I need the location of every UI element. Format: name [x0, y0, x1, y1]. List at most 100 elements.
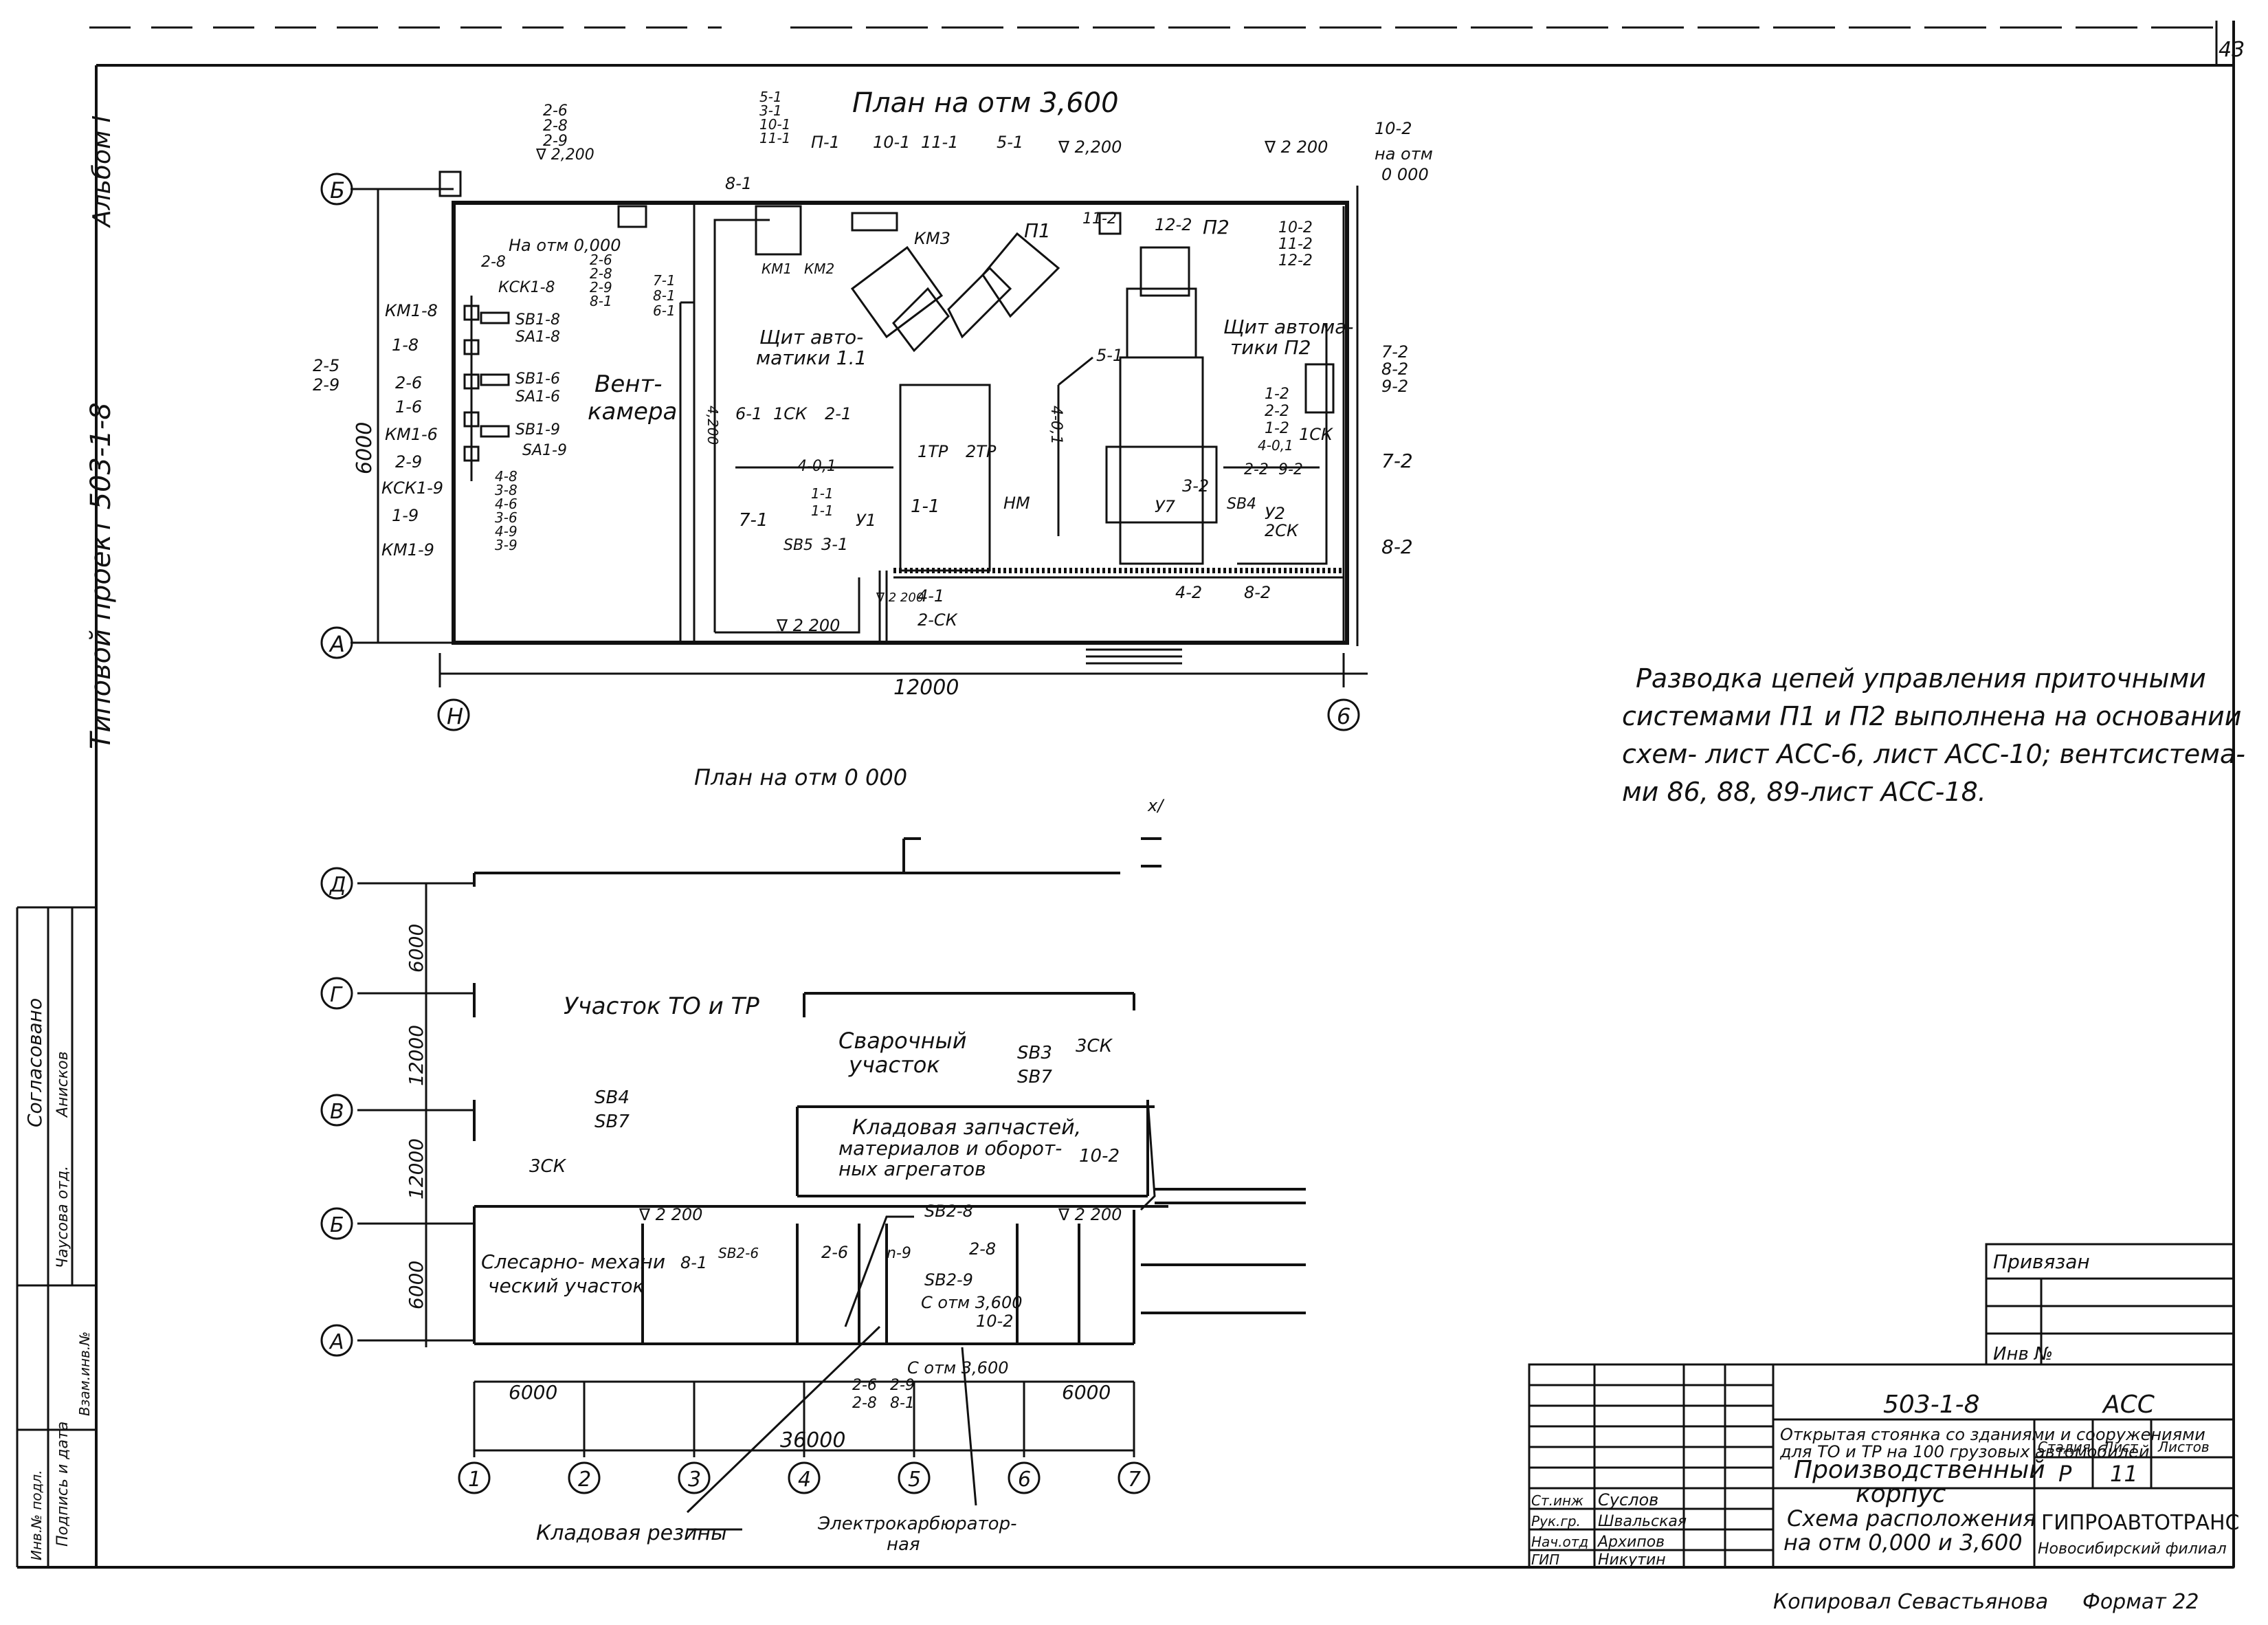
top-wire-10-2: 10-2	[1375, 119, 1412, 138]
stamp-sign-date: Подпись и дата	[54, 1422, 71, 1547]
lbl-3ck-a: 3СК	[1076, 1036, 1113, 1057]
level-tag-5: на отм	[1375, 144, 1433, 164]
equip-1tp: 1ТР	[918, 442, 948, 461]
dim-row-2: 12000	[405, 1025, 427, 1086]
wire-list-6: 3-9	[495, 537, 518, 553]
sw-sa1-6: SA1-6	[515, 388, 560, 406]
tb-role-4: ГИП	[1531, 1551, 1559, 1568]
tb-building-1: Производственный	[1794, 1456, 2045, 1484]
room-elec-2: ная	[887, 1534, 920, 1555]
lower-plan: План на отм 0 000	[320, 764, 1306, 1555]
wire-2-8a: 2-8	[543, 118, 568, 135]
top-wire-5-1: 5-1	[997, 133, 1023, 152]
sw-2-6: 2-6	[395, 373, 422, 393]
lbl-8-1b: 8-1	[890, 1395, 915, 1412]
c-1-1a: 1-1	[811, 485, 834, 502]
sw-2-8: 2-8	[481, 254, 506, 271]
axis-row-d: Д	[329, 873, 346, 897]
axis-row-a: А	[329, 1330, 344, 1354]
sw-sa1-9: SA1-9	[522, 442, 567, 459]
album-label: Альбом I	[88, 115, 116, 228]
sw-km1-6: КМ1-6	[385, 425, 438, 444]
c-1-1c: 1-1	[911, 496, 940, 517]
stamp-inv-podl: Инв.№ подл.	[28, 1470, 45, 1560]
level-tag-3: ∇ 2 200	[776, 616, 840, 635]
axis-col-2: 2	[578, 1468, 591, 1492]
c-9-2: 9-2	[1278, 461, 1303, 478]
top-wire-9-2: 9-2	[1381, 377, 1408, 396]
axis-row-b: Б	[330, 1213, 344, 1237]
sw-2-9: 2-9	[395, 452, 422, 472]
c-1ck-b: 1СК	[1299, 425, 1333, 444]
stamp-agreed: Согласовано	[23, 998, 46, 1127]
note-line-4: ми 86, 88, 89-лист АСС-18.	[1622, 777, 1986, 807]
level-tag-4: ∇ 2,200	[535, 146, 594, 164]
level-tag-2: ∇ 2 200	[1264, 137, 1328, 157]
dim-col-2: 6000	[1062, 1381, 1111, 1404]
lbl-cotm-2: С отм 3,600	[907, 1358, 1009, 1378]
c-4200: 4,200	[704, 406, 721, 445]
axis-col-3: 3	[688, 1468, 701, 1492]
wire-2-5: 2-5	[313, 356, 340, 375]
top-wire-4: 11-1	[759, 130, 790, 146]
tb-sheet: 11	[2110, 1461, 2138, 1487]
tb-stage-h: Стадия	[2038, 1439, 2091, 1455]
tb-code: 503-1-8	[1883, 1391, 1980, 1419]
lbl-10-2b: 10-2	[976, 1312, 1013, 1331]
tb-inv: Инв №	[1993, 1344, 2053, 1364]
top-wire-3: 10-1	[759, 116, 790, 133]
top-wire-2: 3-1	[759, 102, 782, 119]
sw-sb1-8: SB1-8	[515, 311, 560, 329]
c-2-2b: 2-2	[1244, 461, 1269, 478]
equip-hm: НМ	[1003, 494, 1030, 513]
top-wire-12-2: 12-2	[1155, 215, 1192, 234]
top-wire-10-2b: 10-2	[1278, 219, 1313, 236]
upper-plan-title: План на отм 3,600	[852, 87, 1119, 119]
tb-name-1: Суслов	[1598, 1490, 1658, 1510]
tb-role-2: Рук.гр.	[1531, 1513, 1581, 1529]
c-8-2b: 8-2	[1381, 535, 1413, 558]
equip-p1: П1	[1024, 219, 1051, 242]
equip-u1: У1	[856, 511, 876, 530]
tb-sheet-h: Лист	[2102, 1439, 2139, 1455]
axis-col-4: 4	[798, 1468, 811, 1492]
level-tag-1: ∇ 2,200	[1058, 137, 1122, 157]
wire-8-1a: 8-1	[653, 287, 676, 304]
project-label: Типовой проект 503-1-8	[85, 402, 117, 749]
room-storage-1: Кладовая запчастей,	[852, 1116, 1081, 1140]
sheet-number: 43	[2219, 38, 2245, 62]
c-5-1: 5-1	[1096, 346, 1123, 365]
equip-sb5: SB5	[783, 537, 813, 554]
lbl-3ck-b: 3СК	[529, 1156, 567, 1177]
wire-6-1a: 6-1	[653, 302, 676, 319]
c-1-2b: 1-2	[1265, 420, 1289, 437]
wire-list-5: 4-9	[495, 523, 518, 540]
top-wire-1: 5-1	[759, 89, 782, 105]
tb-drawing-2: на отм 0,000 и 3,600	[1783, 1529, 2023, 1556]
room-storage-3: ных агрегатов	[838, 1158, 986, 1180]
tb-sheets-h: Листов	[2157, 1439, 2210, 1455]
lbl-sb7a: SB7	[1017, 1067, 1052, 1087]
top-wire-12-2b: 12-2	[1278, 252, 1313, 269]
c-6-1: 6-1	[735, 404, 762, 423]
panel-p1-line1: Щит авто-	[759, 326, 863, 349]
tb-building-2: корпус	[1856, 1480, 1946, 1508]
wire-mid-2: 2-8	[590, 265, 612, 282]
c-1ck: 1СК	[773, 404, 808, 423]
tb-desc-2: для ТО и ТР на 100 грузовых автомобилей	[1779, 1442, 2149, 1461]
c-4-01b: 4-0,1	[1047, 406, 1065, 445]
axis-col-5: 5	[908, 1468, 921, 1492]
tb-role-3: Нач.отд	[1531, 1534, 1588, 1550]
c-1-1b: 1-1	[811, 502, 834, 519]
sw-sb1-9: SB1-9	[515, 421, 560, 439]
tb-org-1: ГИПРОАВТОТРАНС	[2041, 1511, 2240, 1535]
lbl-2-6: 2-6	[821, 1243, 848, 1262]
room-welding-1: Сварочный	[838, 1028, 967, 1054]
tb-drawing-1: Схема расположения	[1787, 1505, 2036, 1532]
note-line-3: схем- лист АСС-6, лист АСС-10; вентсисте…	[1622, 739, 2245, 769]
dim-col-1: 6000	[509, 1381, 557, 1404]
wire-list-1: 4-8	[495, 468, 518, 485]
lbl-sb2-8: SB2-8	[924, 1202, 973, 1221]
top-wire-7-2: 7-2	[1381, 342, 1408, 362]
c-8-2a: 8-2	[1244, 583, 1271, 602]
